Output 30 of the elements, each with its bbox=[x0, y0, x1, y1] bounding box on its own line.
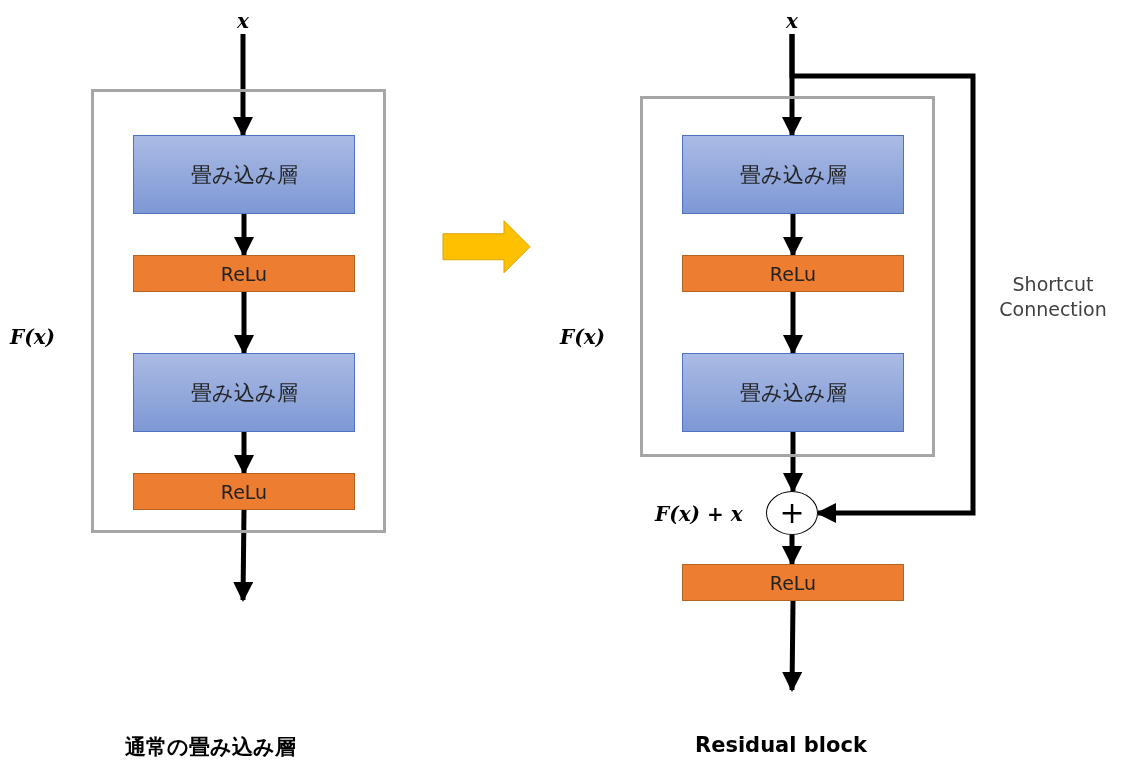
conv-layer-box: 畳み込み層 bbox=[682, 353, 904, 432]
arrow bbox=[789, 34, 976, 523]
arrow bbox=[782, 535, 802, 566]
caption: Residual block bbox=[695, 733, 867, 757]
arrow bbox=[233, 34, 253, 137]
arrow bbox=[233, 509, 254, 602]
conv-layer-box: 畳み込み層 bbox=[682, 135, 904, 214]
input-label: x bbox=[228, 8, 258, 34]
block-arrow bbox=[442, 220, 531, 274]
relu-layer-box: ReLu bbox=[133, 255, 355, 292]
arrow bbox=[782, 600, 803, 692]
input-label: x bbox=[777, 8, 807, 34]
caption: 通常の畳み込み層 bbox=[125, 734, 296, 761]
conv-layer-box: 畳み込み層 bbox=[133, 353, 355, 432]
conv-layer-box: 畳み込み層 bbox=[133, 135, 355, 214]
sum-circle: + bbox=[766, 491, 818, 535]
arrow bbox=[234, 432, 254, 475]
relu-layer-box: ReLu bbox=[133, 473, 355, 510]
arrow bbox=[234, 292, 254, 355]
relu-layer-box: ReLu bbox=[682, 255, 904, 292]
relu-layer-box: ReLu bbox=[682, 564, 904, 601]
arrow bbox=[234, 214, 254, 257]
arrow bbox=[783, 292, 803, 355]
arrow bbox=[783, 432, 803, 493]
arrow bbox=[783, 214, 803, 257]
formula-label: F(x) + x bbox=[655, 502, 743, 526]
group-frame bbox=[640, 96, 935, 457]
formula-label: F(x) bbox=[10, 325, 56, 349]
group-frame bbox=[91, 89, 386, 533]
formula-label: F(x) bbox=[560, 325, 606, 349]
